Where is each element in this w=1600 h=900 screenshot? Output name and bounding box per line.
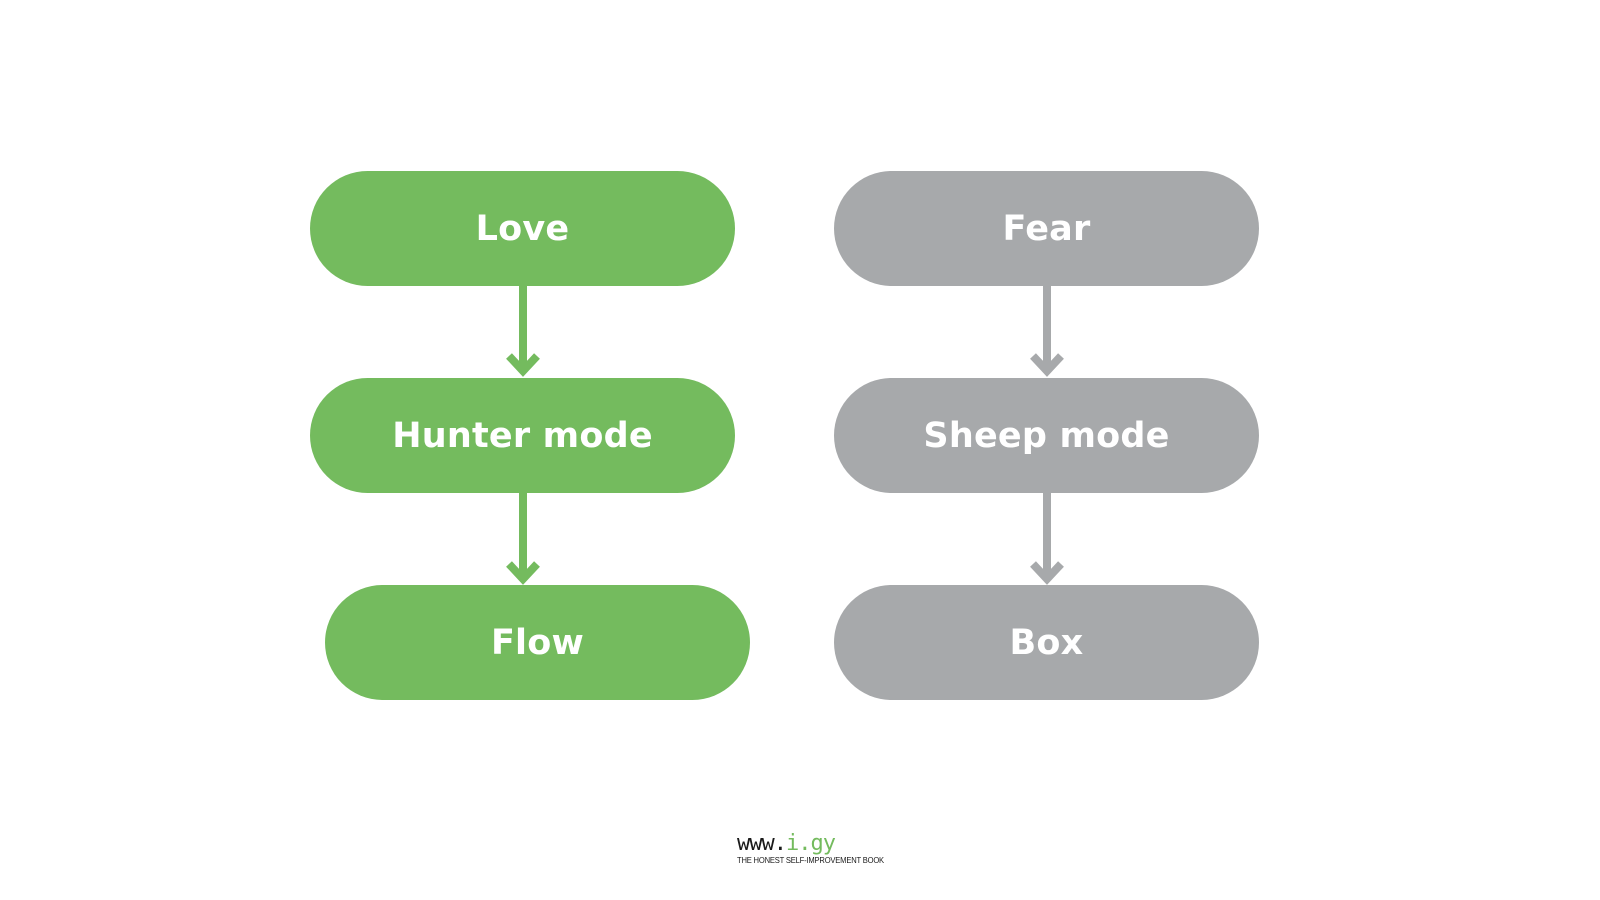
node-sheep-mode-label: Sheep mode bbox=[923, 415, 1170, 456]
node-box-label: Box bbox=[1009, 622, 1084, 663]
logo-tagline: THE HONEST SELF-IMPROVEMENT BOOK bbox=[737, 856, 884, 865]
node-flow: Flow bbox=[325, 585, 750, 700]
logo-prefix: www. bbox=[737, 831, 787, 856]
logo-wordmark: www.i.gy bbox=[737, 832, 877, 856]
arrow-love-to-hunter bbox=[506, 286, 540, 377]
arrow-fear-to-sheep bbox=[1030, 286, 1064, 377]
node-hunter-mode-label: Hunter mode bbox=[392, 415, 653, 456]
node-fear: Fear bbox=[834, 171, 1259, 286]
site-logo: www.i.gy THE HONEST SELF-IMPROVEMENT BOO… bbox=[737, 832, 884, 872]
node-flow-label: Flow bbox=[490, 622, 585, 663]
node-fear-label: Fear bbox=[1002, 208, 1091, 249]
node-hunter-mode: Hunter mode bbox=[310, 378, 735, 493]
node-sheep-mode: Sheep mode bbox=[834, 378, 1259, 493]
node-love: Love bbox=[310, 171, 735, 286]
arrow-hunter-to-flow bbox=[506, 493, 540, 585]
arrow-sheep-to-box bbox=[1030, 493, 1064, 585]
node-box: Box bbox=[834, 585, 1259, 700]
logo-accent: i.gy bbox=[785, 831, 836, 856]
node-love-label: Love bbox=[475, 208, 570, 249]
